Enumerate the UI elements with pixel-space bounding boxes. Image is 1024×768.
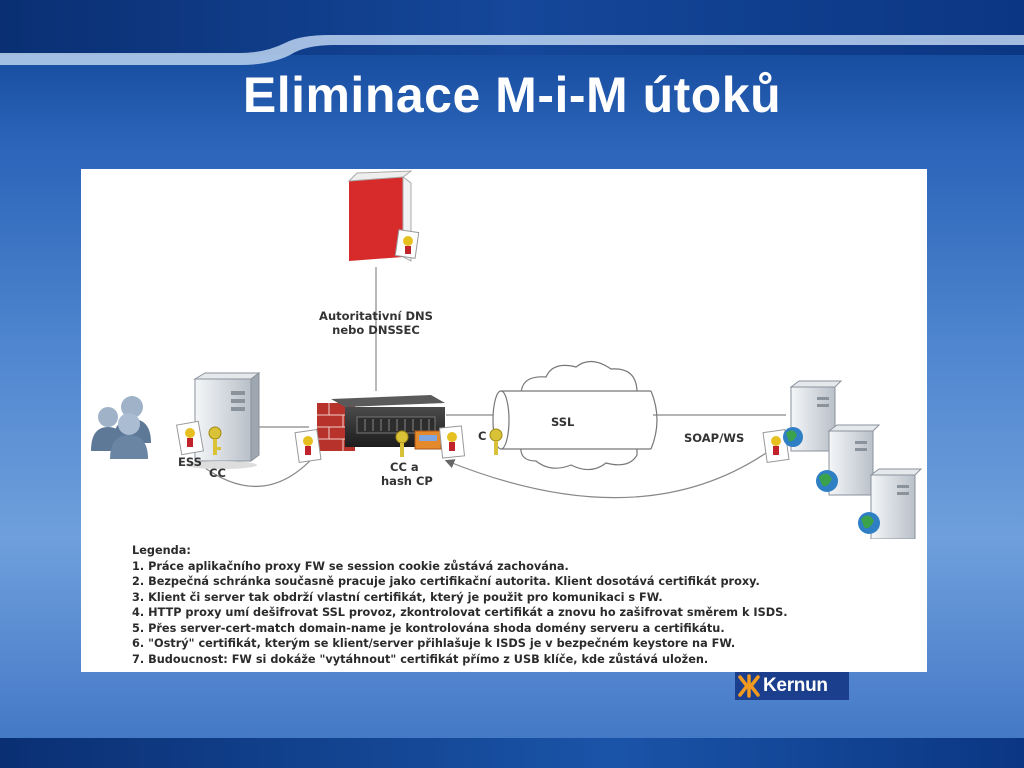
keystore-icon	[414, 430, 442, 450]
ssl-key-icon	[489, 428, 503, 455]
kernun-logo-text: Kernun	[763, 675, 828, 696]
dns-book-icon	[347, 170, 420, 262]
soap-label: SOAP/WS	[684, 431, 745, 445]
legend-item: 6. "Ostrý" certifikát, kterým se klient/…	[132, 637, 736, 650]
top-band	[0, 0, 1024, 55]
firewall-icon	[317, 395, 445, 451]
kernun-logo: Kernun	[735, 672, 849, 700]
c-label: C	[478, 429, 487, 443]
dns-label: Autoritativní DNS nebo DNSSEC	[319, 309, 433, 337]
diagram-panel: Autoritativní DNS nebo DNSSEC SSL SOAP/W…	[81, 169, 927, 672]
ssl-tunnel	[492, 390, 658, 450]
cc-left-label: CC	[209, 466, 226, 480]
firewall-certificate-right-icon	[438, 425, 466, 459]
legend-item: 7. Budoucnost: FW si dokáže "vytáhnout" …	[132, 652, 709, 666]
client-certificate-icon	[175, 420, 205, 456]
cc-a-label: CC a	[390, 460, 419, 474]
legend-item: 1. Práce aplikačního proxy FW se session…	[132, 559, 569, 573]
legend-item: 4. HTTP proxy umí dešifrovat SSL provoz,…	[132, 606, 788, 619]
users-icon	[91, 396, 151, 459]
legend: Legenda: 1. Práce aplikačního proxy FW s…	[132, 543, 922, 667]
header-wave	[0, 35, 1024, 65]
legend-item: 5. Přes server-cert-match domain-name je…	[132, 621, 725, 635]
slide-title: Eliminace M-i-M útoků	[242, 67, 782, 123]
client-arc	[200, 449, 321, 487]
firewall-certificate-left-icon	[294, 429, 322, 463]
server-1-icon	[783, 380, 843, 452]
ssl-label: SSL	[551, 415, 575, 429]
legend-item: 3. Klient či server tak obdrží vlastní c…	[132, 590, 663, 604]
legend-item: 2. Bezpečná schránka současně pracuje ja…	[132, 575, 760, 588]
server-3-icon	[858, 468, 923, 539]
legend-heading: Legenda:	[132, 544, 191, 557]
client-key-icon	[208, 426, 222, 455]
kernun-mark-icon	[735, 672, 763, 700]
network-diagram	[91, 170, 923, 539]
ess-label: ESS	[178, 455, 202, 469]
server-arc	[444, 442, 778, 499]
client-server-icon	[185, 372, 261, 469]
bottom-band	[0, 738, 1024, 768]
server-2-icon	[816, 424, 881, 496]
firewall-key-icon	[395, 430, 409, 457]
hash-cp-label: hash CP	[381, 474, 433, 488]
